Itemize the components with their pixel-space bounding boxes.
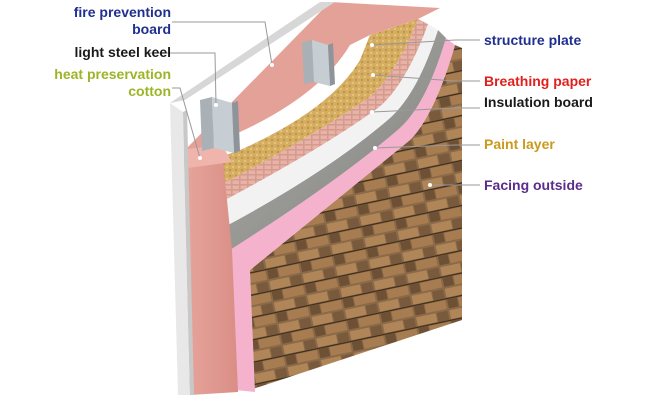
fire-board-white-edge	[183, 110, 194, 395]
leader-lines	[148, 21, 480, 186]
leader-structure-plate	[371, 39, 480, 46]
leader-dots	[198, 43, 432, 187]
stone-facing-layer	[250, 45, 462, 390]
top-strip	[210, 24, 438, 225]
fire-board-top-edge	[170, 2, 335, 103]
label-heat-preservation-cotton: heat preservation cotton	[30, 66, 171, 100]
insulation-board-layer	[230, 38, 455, 392]
label-fire-prevention-board: fire prevention board	[30, 4, 171, 38]
fire-board-white	[170, 103, 190, 395]
label-insulation-board: Insulation board	[484, 94, 593, 110]
label-heat-preservation-line2: cotton	[128, 83, 171, 99]
label-breathing-paper: Breathing paper	[484, 73, 592, 89]
steel-keel-back	[302, 40, 335, 86]
leader-breathing-paper	[372, 74, 480, 82]
leader-steel-keel	[148, 52, 217, 106]
structure-plate-layer	[228, 30, 446, 250]
label-light-steel-keel-line1: light steel keel	[74, 44, 171, 60]
leader-insulation	[371, 107, 480, 113]
label-structure-plate: structure plate	[484, 32, 582, 48]
leader-fire-board	[172, 21, 273, 66]
fire-board-front	[183, 150, 238, 395]
label-light-steel-keel: light steel keel	[30, 44, 171, 61]
heat-cotton-layer	[190, 19, 418, 198]
leader-paint	[374, 144, 480, 149]
label-heat-preservation-line1: heat preservation	[54, 66, 171, 82]
steel-keel-front	[200, 97, 240, 153]
label-facing-outside: Facing outside	[484, 177, 583, 193]
fire-board-top	[178, 145, 232, 168]
leader-cotton	[172, 87, 201, 159]
label-fire-prevention-line1: fire prevention	[73, 4, 171, 20]
label-paint-layer: Paint layer	[484, 136, 555, 152]
label-fire-prevention-line2: board	[132, 21, 171, 37]
